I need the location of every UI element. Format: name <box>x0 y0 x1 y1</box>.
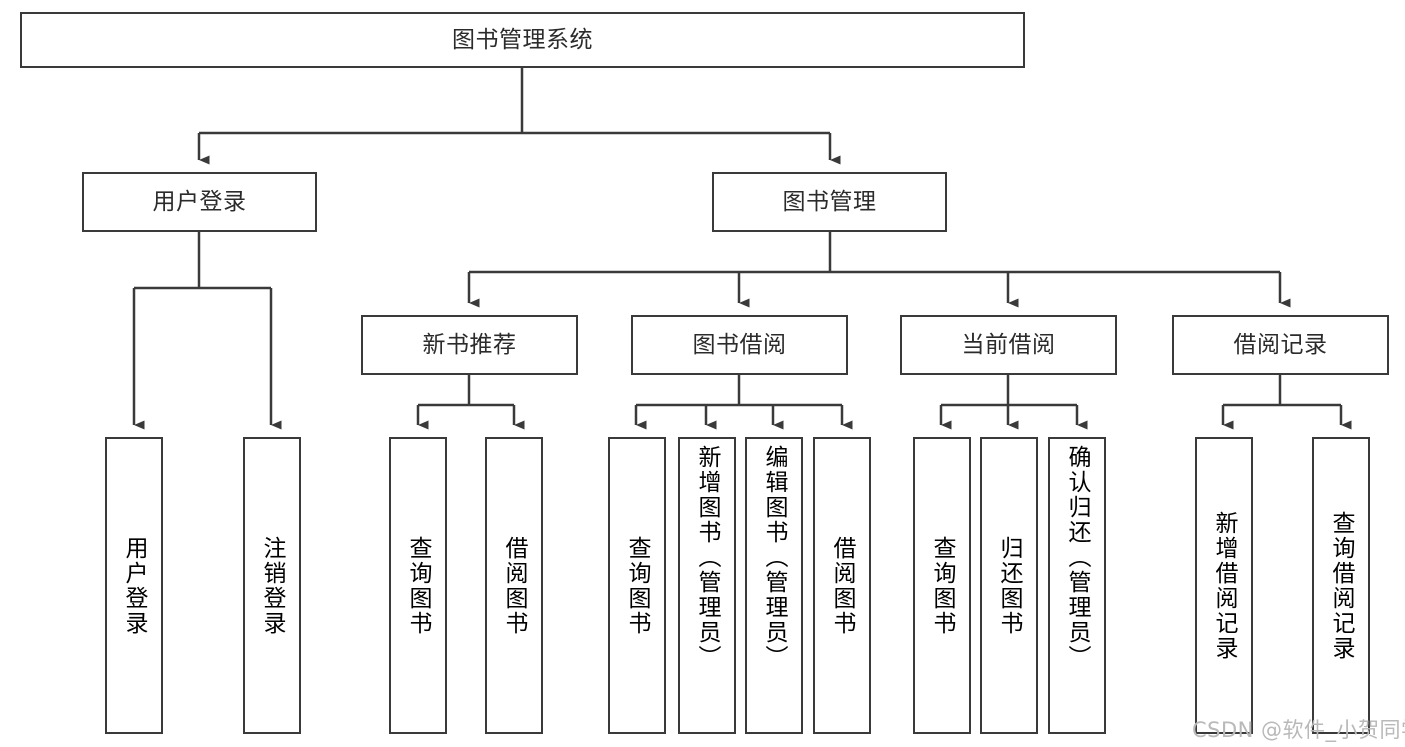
leaf-label: 查询借阅记录 <box>1328 510 1355 661</box>
node-book-borrowing[interactable]: 图书借阅 <box>631 315 848 375</box>
leaf-borrow-books-recommend[interactable]: 借阅图书 <box>485 437 543 734</box>
node-borrow-records[interactable]: 借阅记录 <box>1172 315 1389 375</box>
node-label: 用户登录 <box>152 188 247 215</box>
node-label: 借阅记录 <box>1233 331 1328 358</box>
leaf-label: 借阅图书 <box>829 535 856 636</box>
leaf-confirm-return-admin[interactable]: 确认归还（管理员） <box>1048 437 1106 734</box>
node-label: 图书管理 <box>782 188 877 215</box>
leaf-edit-book-admin[interactable]: 编辑图书（管理员） <box>745 437 803 734</box>
leaf-borrow-books-borrowing[interactable]: 借阅图书 <box>813 437 871 734</box>
leaf-query-borrow-record[interactable]: 查询借阅记录 <box>1312 437 1370 734</box>
node-label: 新书推荐 <box>422 331 517 358</box>
node-label: 图书借阅 <box>692 331 787 358</box>
csdn-watermark: CSDN @软件_小贺同学 <box>1192 718 1405 742</box>
node-new-book-recommendation[interactable]: 新书推荐 <box>361 315 578 375</box>
leaf-query-books-current[interactable]: 查询图书 <box>913 437 971 734</box>
leaf-label: 注销登录 <box>259 535 286 636</box>
leaf-label: 查询图书 <box>929 535 956 636</box>
node-label: 图书管理系统 <box>452 26 593 53</box>
leaf-label: 编辑图书（管理员） <box>761 445 788 670</box>
leaf-label: 借阅图书 <box>501 535 528 636</box>
leaf-label: 查询图书 <box>405 535 432 636</box>
node-label: 当前借阅 <box>961 331 1056 358</box>
node-book-management[interactable]: 图书管理 <box>712 172 947 232</box>
node-book-management-system[interactable]: 图书管理系统 <box>20 12 1025 68</box>
node-current-borrowing[interactable]: 当前借阅 <box>900 315 1117 375</box>
leaf-add-borrow-record[interactable]: 新增借阅记录 <box>1195 437 1253 734</box>
leaf-label: 用户登录 <box>121 535 148 636</box>
leaf-user-login[interactable]: 用户登录 <box>105 437 163 734</box>
leaf-logout[interactable]: 注销登录 <box>243 437 301 734</box>
leaf-query-books-borrowing[interactable]: 查询图书 <box>608 437 666 734</box>
leaf-label: 确认归还（管理员） <box>1064 445 1091 670</box>
node-user-login[interactable]: 用户登录 <box>82 172 317 232</box>
leaf-label: 查询图书 <box>624 535 651 636</box>
leaf-return-books[interactable]: 归还图书 <box>980 437 1038 734</box>
leaf-label: 新增借阅记录 <box>1211 510 1238 661</box>
leaf-label: 新增图书（管理员） <box>694 445 721 670</box>
leaf-add-book-admin[interactable]: 新增图书（管理员） <box>678 437 736 734</box>
leaf-label: 归还图书 <box>996 535 1023 636</box>
leaf-query-books-recommend[interactable]: 查询图书 <box>389 437 447 734</box>
